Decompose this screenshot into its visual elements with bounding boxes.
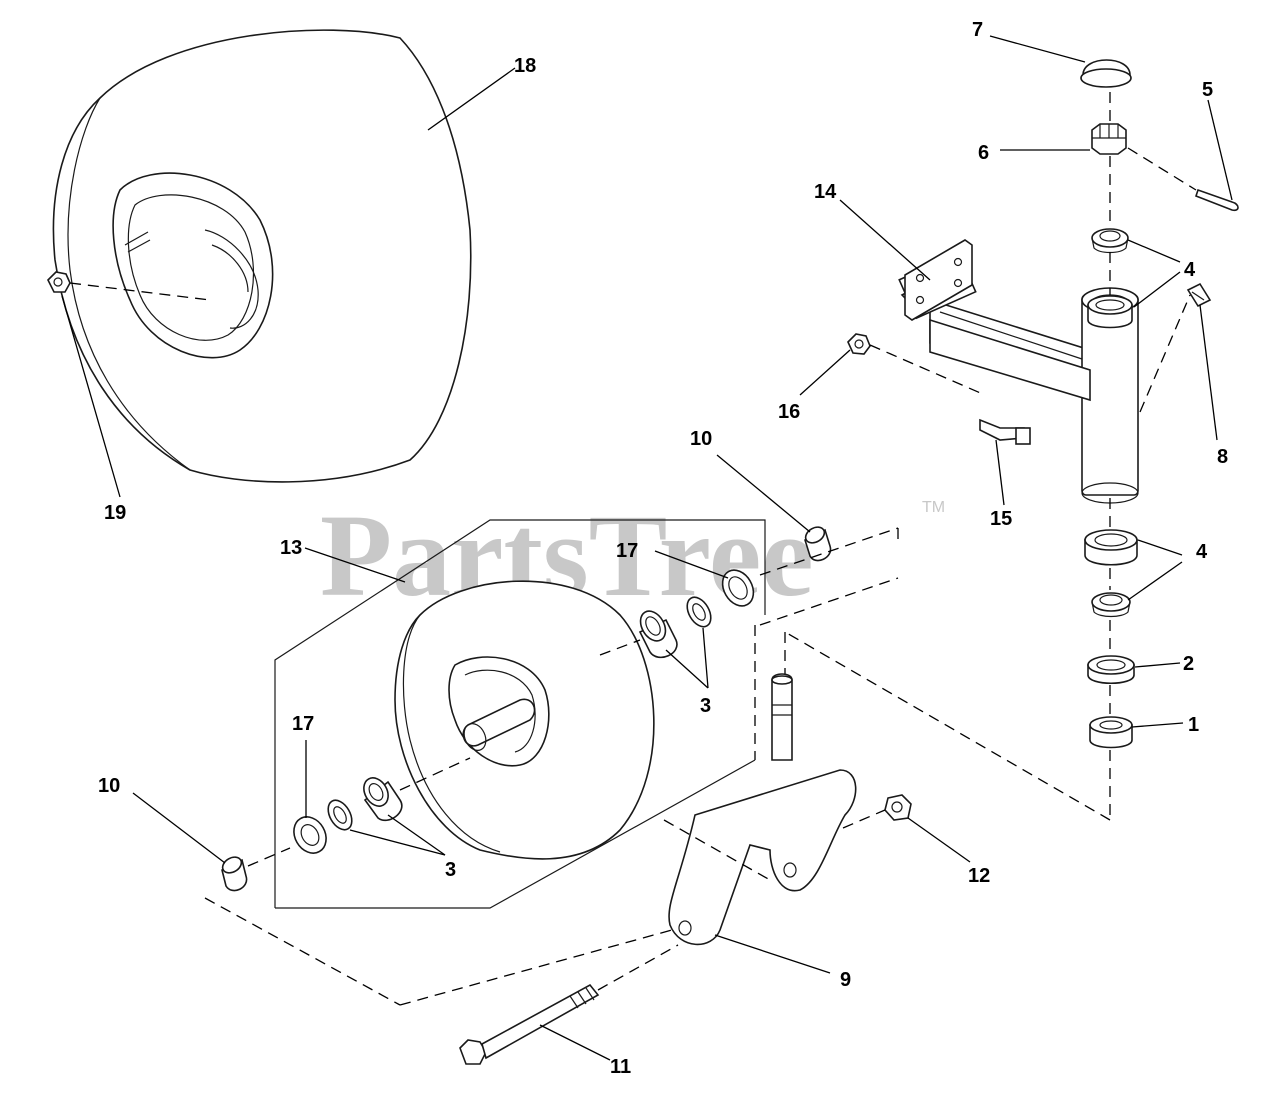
callout-1: 1	[1188, 714, 1199, 736]
jam-nut	[1089, 716, 1133, 749]
lock-nut-12	[884, 794, 912, 821]
dust-cap	[1080, 59, 1132, 88]
mounting-plate	[904, 239, 973, 321]
callout-4-lower: 4	[1196, 541, 1208, 563]
bearing-cone-lower	[1091, 592, 1131, 618]
watermark-trademark: TM	[922, 499, 945, 516]
callout-13: 13	[280, 537, 302, 559]
cotter-pin	[1195, 188, 1239, 212]
callout-19: 19	[104, 502, 126, 524]
grease-seal-left	[293, 816, 327, 854]
callout-12: 12	[968, 865, 990, 887]
wheel-bearing-cup-left	[363, 777, 403, 822]
rear-tire	[52, 29, 472, 483]
callout-14: 14	[814, 181, 837, 203]
callout-16: 16	[778, 401, 800, 423]
callout-15: 15	[990, 508, 1012, 530]
leader-lines	[61, 35, 1233, 1061]
bearing-cup-lower	[1084, 529, 1138, 566]
callout-8: 8	[1217, 446, 1228, 468]
callout-7: 7	[972, 19, 983, 41]
grease-fitting	[1186, 282, 1212, 308]
callout-4-upper: 4	[1184, 259, 1196, 281]
caster-yoke	[663, 673, 857, 946]
wheel-bearing-cone-left	[327, 799, 353, 831]
caster-wheel-assembly-frame	[274, 519, 766, 909]
hex-bolt-11	[459, 983, 600, 1065]
callout-9: 9	[840, 969, 851, 991]
caster-tire	[394, 580, 655, 860]
rear-wheel-nut	[47, 271, 71, 293]
spacer-right	[804, 526, 832, 562]
callout-11: 11	[610, 1056, 631, 1078]
callout-17-upper: 17	[616, 540, 638, 562]
carriage-bolt-15	[979, 418, 1031, 445]
callout-10-lower: 10	[98, 775, 120, 797]
callout-10-upper: 10	[690, 428, 712, 450]
wheel-bearing-cup-right	[638, 610, 678, 658]
wheel-bearing-cone-right	[686, 596, 712, 628]
grease-seal-right	[721, 569, 755, 607]
callout-3-lower: 3	[445, 859, 456, 881]
bearing-cone-upper	[1091, 228, 1129, 254]
callout-5: 5	[1202, 79, 1213, 101]
callout-3-upper: 3	[700, 695, 711, 717]
castle-nut	[1091, 123, 1127, 155]
callout-6: 6	[978, 142, 989, 164]
spacer-left	[221, 856, 248, 892]
callout-18: 18	[514, 55, 536, 77]
flange-nut-16	[847, 333, 871, 355]
washer	[1087, 655, 1135, 684]
callout-2: 2	[1183, 653, 1194, 675]
callout-labels: 7 5 6 4 14 18 19 16 15 8 4 2 1 10 17 3 1…	[98, 19, 1228, 1078]
callout-17-lower: 17	[292, 713, 314, 735]
bearing-cup-upper	[1087, 295, 1133, 329]
